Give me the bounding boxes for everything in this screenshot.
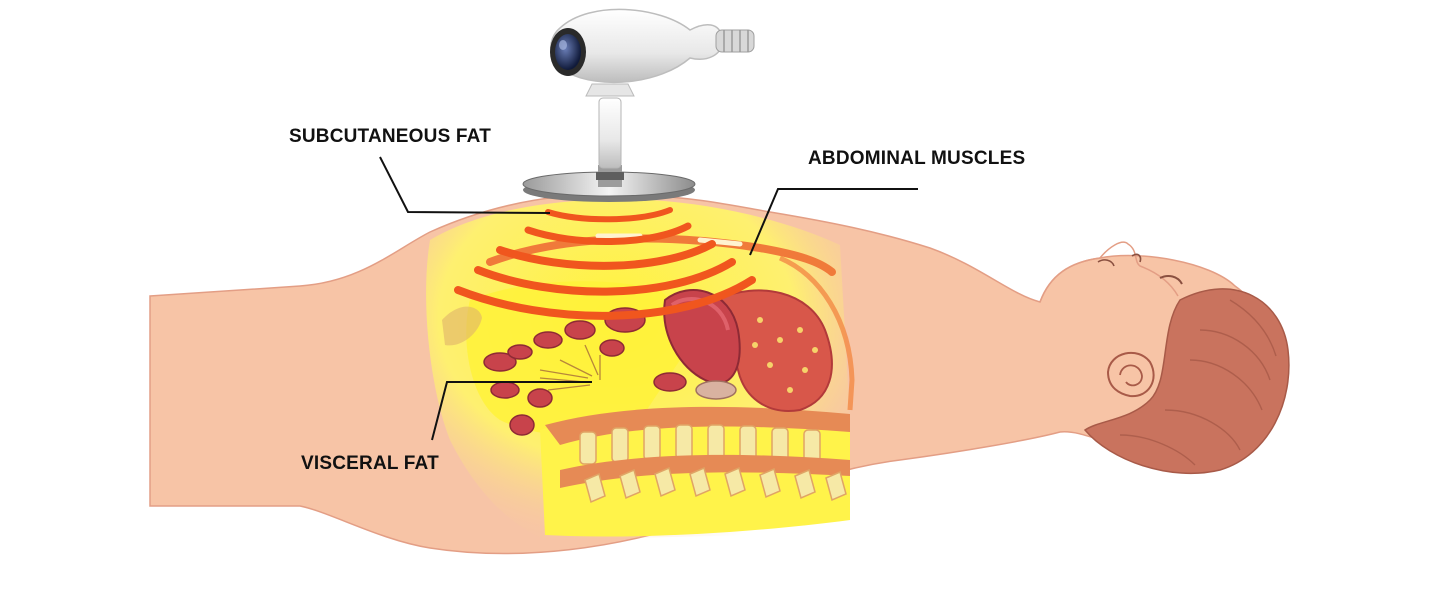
shockwave-arcs [454,207,756,320]
organs [483,289,833,436]
muscle-highlight [595,233,743,247]
leader-visceral [431,381,592,441]
mouth [1097,259,1115,267]
label-visceral-fat: VISCERAL FAT [301,453,439,474]
nostril [1131,253,1142,263]
abdominal-muscle-inner [779,255,855,411]
spine [540,406,850,537]
eye [1159,275,1183,285]
ear [1106,352,1155,398]
leader-subcutaneous [379,156,551,214]
head [1039,241,1290,474]
hair [1083,288,1290,474]
shockwave-handpiece-icon [522,8,755,202]
pelvis-shadow [442,306,482,346]
face-profile [1039,241,1179,303]
label-subcutaneous-fat: SUBCUTANEOUS FAT [289,126,491,147]
leader-lines [379,156,918,441]
leader-abdominal [749,188,918,256]
label-abdominal-muscles: ABDOMINAL MUSCLES [808,148,1026,169]
